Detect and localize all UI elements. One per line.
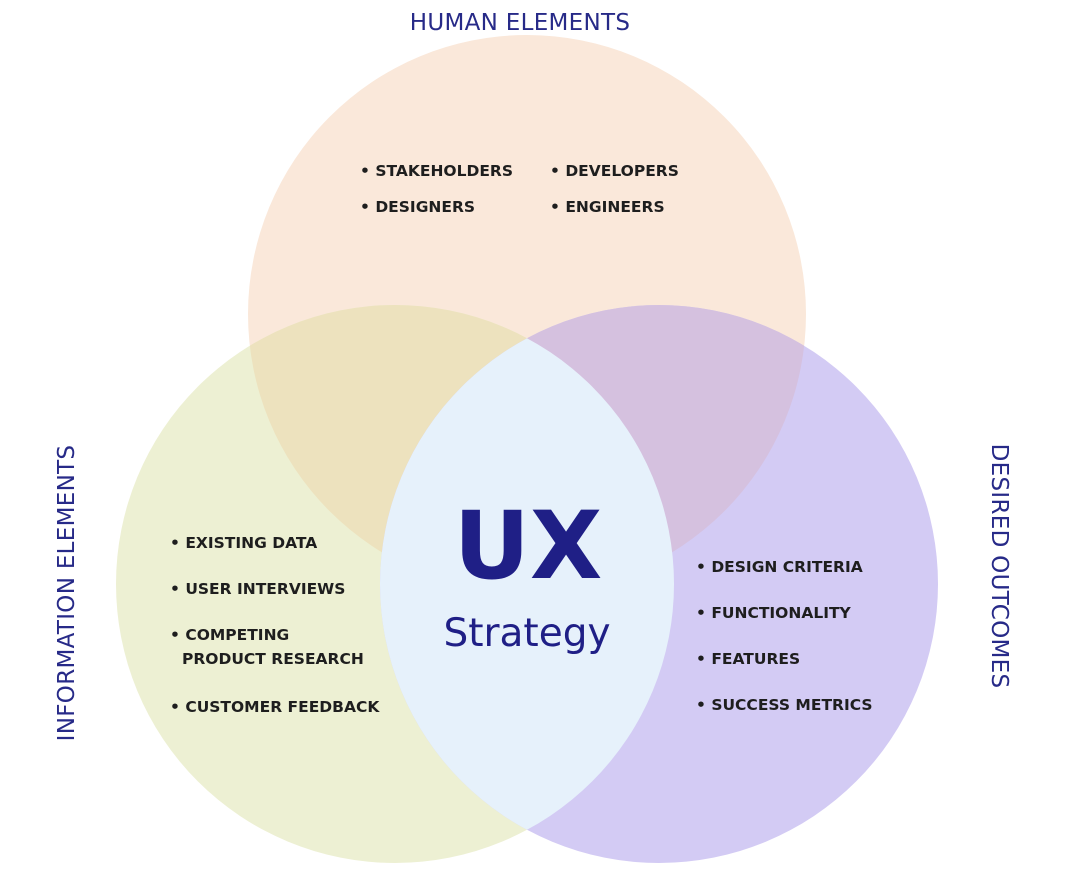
information-elements-list: • EXISTING DATA • USER INTERVIEWS • COMP… xyxy=(170,534,380,716)
desired-outcomes-title: DESIRED OUTCOMES xyxy=(986,444,1012,689)
strategy-subtitle: Strategy xyxy=(443,611,610,656)
information-elements-title: INFORMATION ELEMENTS xyxy=(54,445,80,742)
list-item: • SUCCESS METRICS xyxy=(696,696,873,714)
list-item: • ENGINEERS xyxy=(550,198,665,216)
human-elements-list: • STAKEHOLDERS • DEVELOPERS • DESIGNERS … xyxy=(360,162,679,216)
list-item: • EXISTING DATA xyxy=(170,534,317,552)
list-item: • STAKEHOLDERS xyxy=(360,162,513,180)
desired-outcomes-list: • DESIGN CRITERIA • FUNCTIONALITY • FEAT… xyxy=(696,558,873,714)
list-item: • DEVELOPERS xyxy=(550,162,679,180)
ux-title: UX xyxy=(454,492,603,601)
list-item: • CUSTOMER FEEDBACK xyxy=(170,698,380,716)
center-lens xyxy=(380,305,674,863)
list-item: • COMPETING xyxy=(170,626,289,644)
list-item: • DESIGNERS xyxy=(360,198,475,216)
human-elements-title: HUMAN ELEMENTS xyxy=(410,10,631,36)
list-item: • USER INTERVIEWS xyxy=(170,580,345,598)
list-item-continuation: PRODUCT RESEARCH xyxy=(182,650,364,668)
list-item: • DESIGN CRITERIA xyxy=(696,558,863,576)
list-item: • FUNCTIONALITY xyxy=(696,604,852,622)
list-item: • FEATURES xyxy=(696,650,800,668)
